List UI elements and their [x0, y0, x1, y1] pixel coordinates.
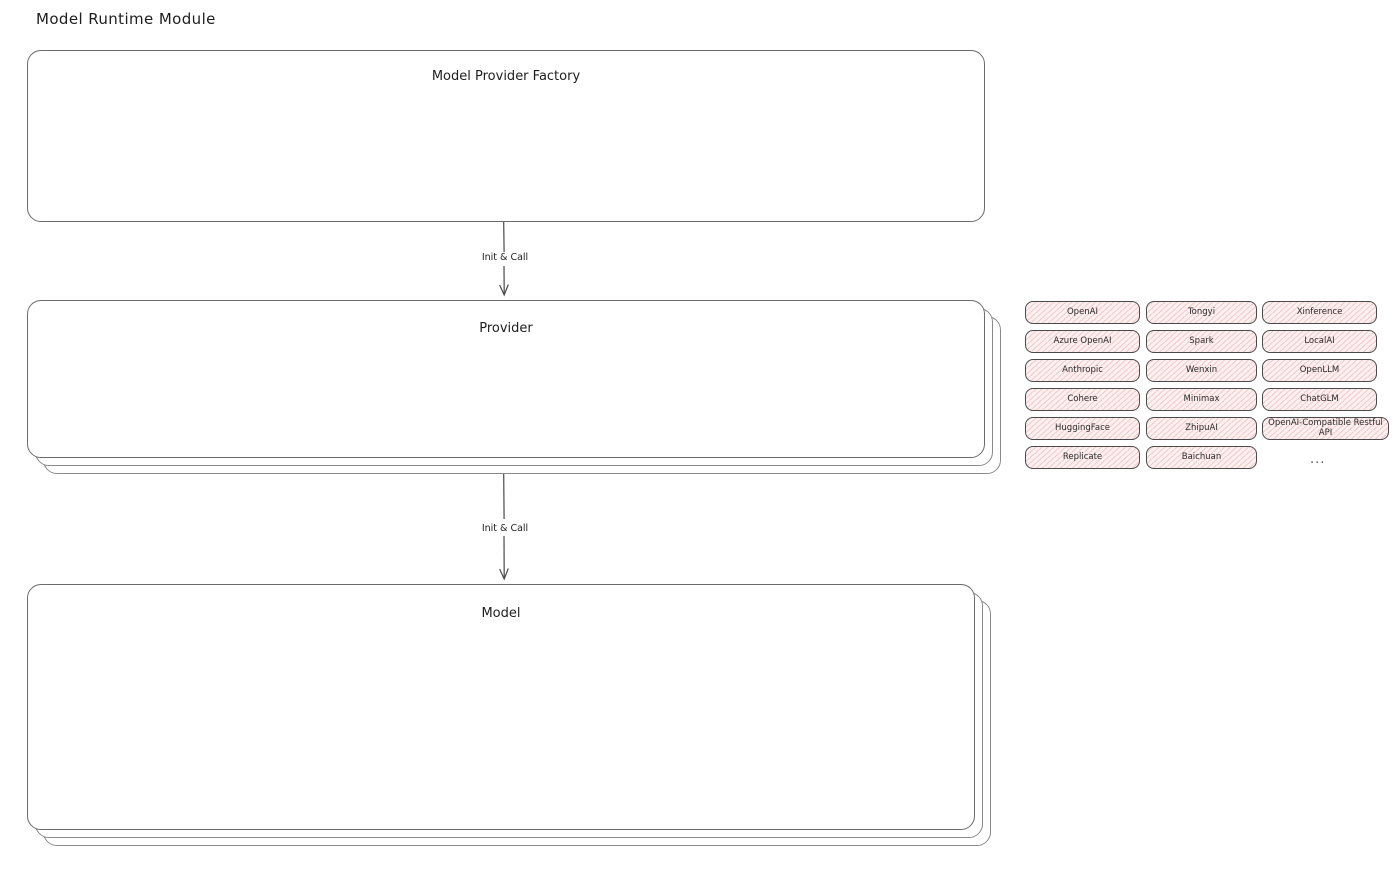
provider-tag-huggingface[interactable]: HuggingFace [1025, 417, 1140, 440]
arrow-factory-to-provider [499, 222, 509, 297]
provider-tag-openai[interactable]: OpenAI [1025, 301, 1140, 324]
provider-tag-chatglm[interactable]: ChatGLM [1262, 388, 1377, 411]
provider-tag-xinference[interactable]: Xinference [1262, 301, 1377, 324]
panel-model-provider-factory: Model Provider Factory [27, 50, 985, 222]
panel-title-provider: Provider [479, 321, 533, 336]
arrow-provider-to-model [499, 474, 509, 581]
panel-title-factory: Model Provider Factory [431, 69, 581, 84]
provider-tag-localai[interactable]: LocalAI [1262, 330, 1377, 353]
panel-title-model: Model [481, 606, 521, 621]
arrow-label-init-call-1: Init & Call [481, 252, 529, 263]
provider-tag-wenxin[interactable]: Wenxin [1146, 359, 1257, 382]
provider-tag-baichuan[interactable]: Baichuan [1146, 446, 1257, 469]
provider-tag-tongyi[interactable]: Tongyi [1146, 301, 1257, 324]
provider-tag-spark[interactable]: Spark [1146, 330, 1257, 353]
provider-tag-azure-openai[interactable]: Azure OpenAI [1025, 330, 1140, 353]
provider-tag-zhipuai[interactable]: ZhipuAI [1146, 417, 1257, 440]
arrow-label-init-call-2: Init & Call [481, 523, 529, 534]
provider-tag-replicate[interactable]: Replicate [1025, 446, 1140, 469]
panel-provider: Provider [27, 300, 985, 458]
provider-tag-openai-compatible-restful-api[interactable]: OpenAI-Compatible Restful API [1262, 417, 1389, 440]
panel-model: Model [27, 584, 975, 830]
provider-tag-anthropic[interactable]: Anthropic [1025, 359, 1140, 382]
provider-tag-cohere[interactable]: Cohere [1025, 388, 1140, 411]
provider-tag-openllm[interactable]: OpenLLM [1262, 359, 1377, 382]
provider-tag-minimax[interactable]: Minimax [1146, 388, 1257, 411]
provider-list-ellipsis: ... [1310, 452, 1326, 467]
page-title: Model Runtime Module [36, 10, 216, 28]
